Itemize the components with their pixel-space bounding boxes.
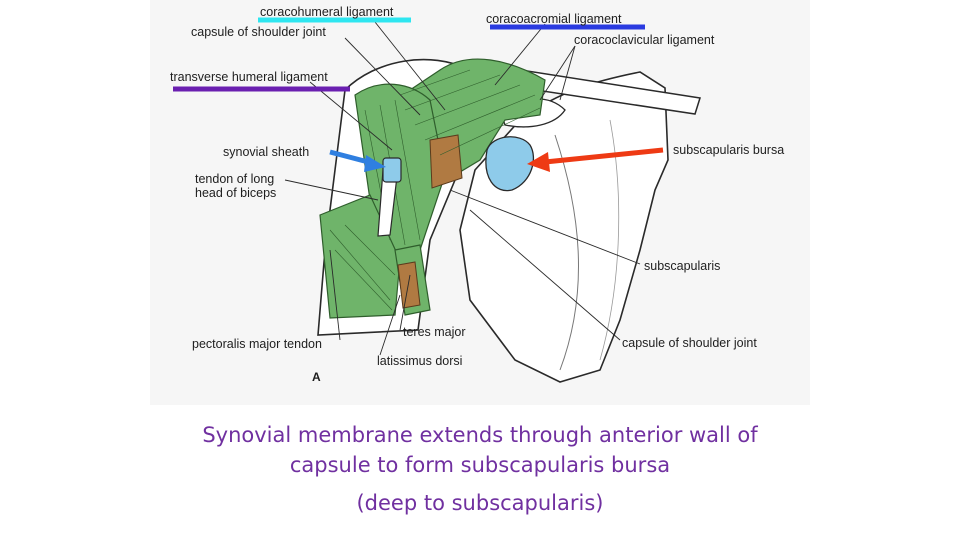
cut-tendon-brown [429, 134, 463, 189]
label-tendon-of-long-head-line2: head of biceps [195, 186, 276, 200]
scapula-contour [554, 134, 579, 371]
label-coracohumeral-ligament: coracohumeral ligament [260, 5, 394, 19]
caption-line-1: Synovial membrane extends through anteri… [202, 423, 758, 447]
label-subscapularis: subscapularis [644, 259, 720, 273]
label-capsule-of-shoulder-joint-top: capsule of shoulder joint [191, 25, 326, 39]
label-transverse-humeral-ligament: transverse humeral ligament [170, 70, 328, 84]
red-arrow-icon [527, 147, 664, 172]
caption-line-3: (deep to subscapularis) [356, 491, 604, 515]
caption: Synovial membrane extends through anteri… [0, 420, 960, 518]
label-teres-major: teres major [403, 325, 466, 339]
latissimus-dorsi-tendon [397, 261, 421, 309]
caption-line-2: capsule to form subscapularis bursa [289, 453, 671, 477]
label-tendon-of-long-head-line1: tendon of long [195, 172, 274, 186]
scapula-contour-2 [599, 119, 620, 361]
synovial-sheath-shape [382, 157, 402, 183]
subscapularis-bursa-shape [485, 136, 535, 192]
leader-lines [284, 21, 641, 356]
figure-letter: A [312, 370, 321, 384]
label-pectoralis-major-tendon: pectoralis major tendon [192, 337, 322, 351]
label-synovial-sheath: synovial sheath [223, 145, 309, 159]
shoulder-joint-diagram: coracohumeral ligament capsule of should… [170, 5, 785, 384]
label-coracoclavicular-ligament: coracoclavicular ligament [574, 33, 715, 47]
blue-arrow-icon [329, 149, 386, 172]
label-subscapularis-bursa: subscapularis bursa [673, 143, 784, 157]
label-latissimus-dorsi: latissimus dorsi [377, 354, 462, 368]
label-capsule-of-shoulder-joint-bottom: capsule of shoulder joint [622, 336, 757, 350]
label-coracoacromial-ligament: coracoacromial ligament [486, 12, 622, 26]
